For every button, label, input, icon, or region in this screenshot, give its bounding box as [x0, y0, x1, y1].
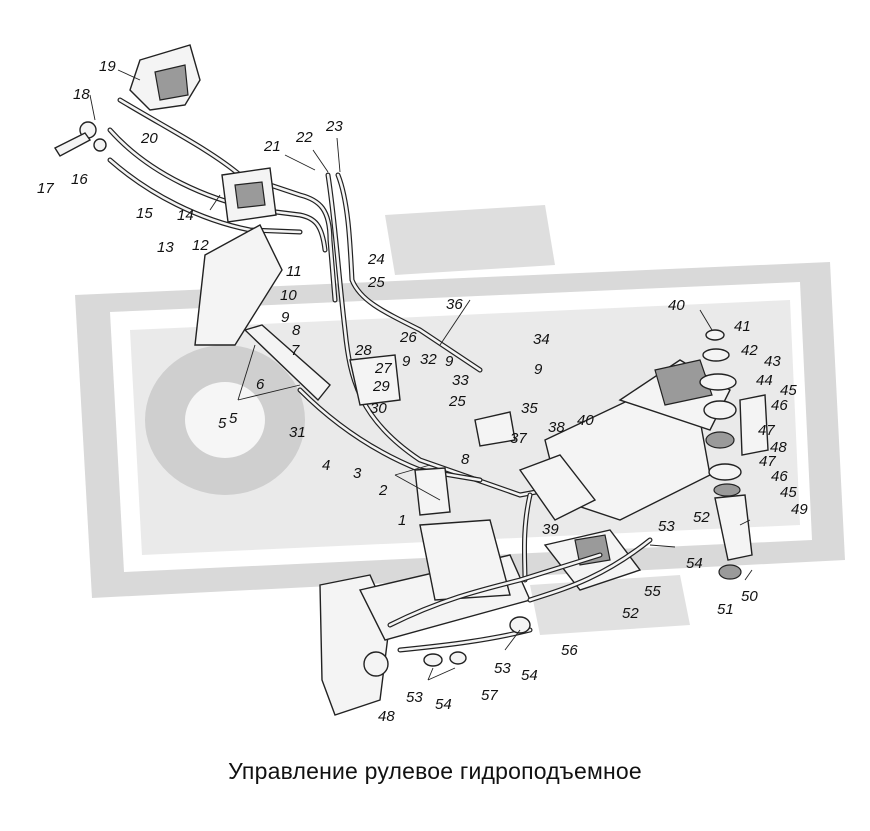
callout-14: 14 — [177, 207, 194, 224]
leader-lines — [89, 69, 753, 681]
steering-gear — [518, 359, 731, 583]
callout-12: 12 — [192, 237, 209, 254]
callout-23: 23 — [325, 118, 343, 135]
callout-21: 21 — [263, 138, 281, 155]
callout-29: 29 — [372, 378, 390, 395]
callout-24: 24 — [367, 251, 385, 268]
callout-46-alt-8: 46 — [771, 468, 788, 485]
callout-20: 20 — [140, 130, 158, 147]
callout-50: 50 — [741, 588, 758, 605]
callout-56: 56 — [561, 642, 578, 659]
callout-54: 54 — [686, 555, 703, 572]
callout-47-alt-9: 47 — [759, 453, 776, 470]
callout-34: 34 — [533, 331, 550, 348]
callout-30: 30 — [370, 400, 387, 417]
callout-52-alt-11: 52 — [622, 605, 639, 622]
steering-cylinder — [194, 224, 516, 516]
callout-43: 43 — [764, 353, 781, 370]
callout-41: 41 — [734, 318, 751, 335]
callout-45: 45 — [780, 382, 797, 399]
callout-6: 6 — [256, 376, 265, 393]
callout-4: 4 — [322, 457, 330, 474]
callout-33: 33 — [452, 372, 469, 389]
callout-25-alt-5: 25 — [448, 393, 466, 410]
diagram-caption: Управление рулевое гидроподъемное — [228, 758, 642, 784]
callout-11: 11 — [286, 263, 302, 280]
callout-48: 48 — [770, 439, 787, 456]
callout-9-alt-4: 9 — [534, 361, 543, 378]
callout-5: 5 — [229, 410, 238, 427]
callout-52: 52 — [693, 509, 710, 526]
callout-15: 15 — [136, 205, 153, 222]
callout-38: 38 — [548, 419, 565, 436]
callout-31: 31 — [289, 424, 306, 441]
callout-9-alt-3: 9 — [445, 353, 454, 370]
callout-40: 40 — [668, 297, 685, 314]
callout-37: 37 — [510, 430, 527, 447]
callout-22: 22 — [295, 129, 313, 146]
callout-3: 3 — [353, 465, 362, 482]
callout-55: 55 — [644, 583, 661, 600]
callout-2: 2 — [378, 482, 388, 499]
callout-28: 28 — [354, 342, 372, 359]
callout-16: 16 — [71, 171, 88, 188]
callout-53-alt-12: 53 — [494, 660, 511, 677]
callout-40-alt-6: 40 — [577, 412, 594, 429]
callout-53: 53 — [658, 518, 675, 535]
callout-13: 13 — [157, 239, 174, 256]
callout-10: 10 — [280, 287, 297, 304]
upper-hose-assembly — [53, 44, 603, 498]
callout-9: 9 — [281, 309, 290, 326]
callout-7: 7 — [291, 342, 300, 359]
callout-8: 8 — [292, 322, 301, 339]
callout-39: 39 — [542, 521, 559, 538]
callout-26: 26 — [399, 329, 417, 346]
callout-47: 47 — [758, 422, 775, 439]
front-axle — [319, 519, 653, 716]
callout-32: 32 — [420, 351, 437, 368]
callout-19: 19 — [99, 58, 116, 75]
callout-53-alt-13: 53 — [406, 689, 423, 706]
callout-48-alt-10: 48 — [378, 708, 395, 725]
callout-18: 18 — [73, 86, 90, 103]
callout-35: 35 — [521, 400, 538, 417]
callout-36: 36 — [446, 296, 463, 313]
mounting-stack — [699, 329, 769, 580]
callout-44: 44 — [756, 372, 773, 389]
callout-5-alt-0: 5 — [218, 415, 227, 432]
callout-51: 51 — [717, 601, 734, 618]
callout-27: 27 — [374, 360, 392, 377]
callout-25: 25 — [367, 274, 385, 291]
callout-49: 49 — [791, 501, 808, 518]
callout-46: 46 — [771, 397, 788, 414]
callout-8-alt-1: 8 — [461, 451, 470, 468]
callout-54-alt-15: 54 — [435, 696, 452, 713]
callout-9-alt-2: 9 — [402, 353, 411, 370]
callout-17: 17 — [37, 180, 54, 197]
callout-45-alt-7: 45 — [780, 484, 797, 501]
callout-1: 1 — [398, 512, 406, 529]
callout-54-alt-14: 54 — [521, 667, 538, 684]
callout-57: 57 — [481, 687, 498, 704]
callout-42: 42 — [741, 342, 758, 359]
